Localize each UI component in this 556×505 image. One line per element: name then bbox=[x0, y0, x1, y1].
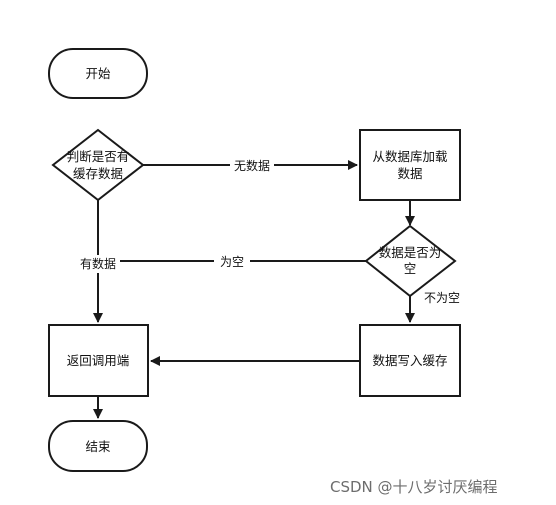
check-cache-label-line2: 缓存数据 bbox=[73, 166, 123, 181]
load-db-label-line2: 数据 bbox=[397, 166, 422, 181]
edge-label-no-data-text: 无数据 bbox=[234, 158, 270, 173]
edge-label-no-data: 无数据 bbox=[230, 156, 274, 174]
check-cache-label-line1: 判断是否有 bbox=[67, 149, 130, 164]
edge-label-has-data-text: 有数据 bbox=[80, 256, 116, 271]
load-db-label-line1: 从数据库加载 bbox=[372, 149, 448, 164]
is-empty-label-line2: 空 bbox=[404, 261, 417, 276]
start-node: 开始 bbox=[48, 48, 148, 99]
is-empty-label-line1: 数据是否为 bbox=[379, 245, 442, 260]
end-node: 结束 bbox=[48, 420, 148, 472]
write-cache-label: 数据写入缓存 bbox=[372, 353, 447, 368]
write-cache-process: 数据写入缓存 bbox=[359, 324, 461, 397]
watermark-text: CSDN @十八岁讨厌编程 bbox=[330, 478, 498, 496]
start-label: 开始 bbox=[85, 66, 111, 81]
is-empty-decision: 数据是否为 空 bbox=[364, 224, 457, 298]
check-cache-decision: 判断是否有 缓存数据 bbox=[51, 128, 145, 202]
edge-label-not-empty-text: 不为空 bbox=[424, 291, 460, 305]
end-label: 结束 bbox=[85, 439, 111, 454]
load-db-process: 从数据库加载 数据 bbox=[359, 129, 461, 201]
edge-label-empty-text: 为空 bbox=[220, 255, 244, 269]
edge-label-empty: 为空 bbox=[214, 252, 250, 270]
edge-label-has-data: 有数据 bbox=[76, 255, 120, 273]
return-caller-process: 返回调用端 bbox=[48, 324, 149, 397]
return-caller-label: 返回调用端 bbox=[67, 353, 130, 368]
edge-label-not-empty: 不为空 bbox=[424, 291, 460, 305]
